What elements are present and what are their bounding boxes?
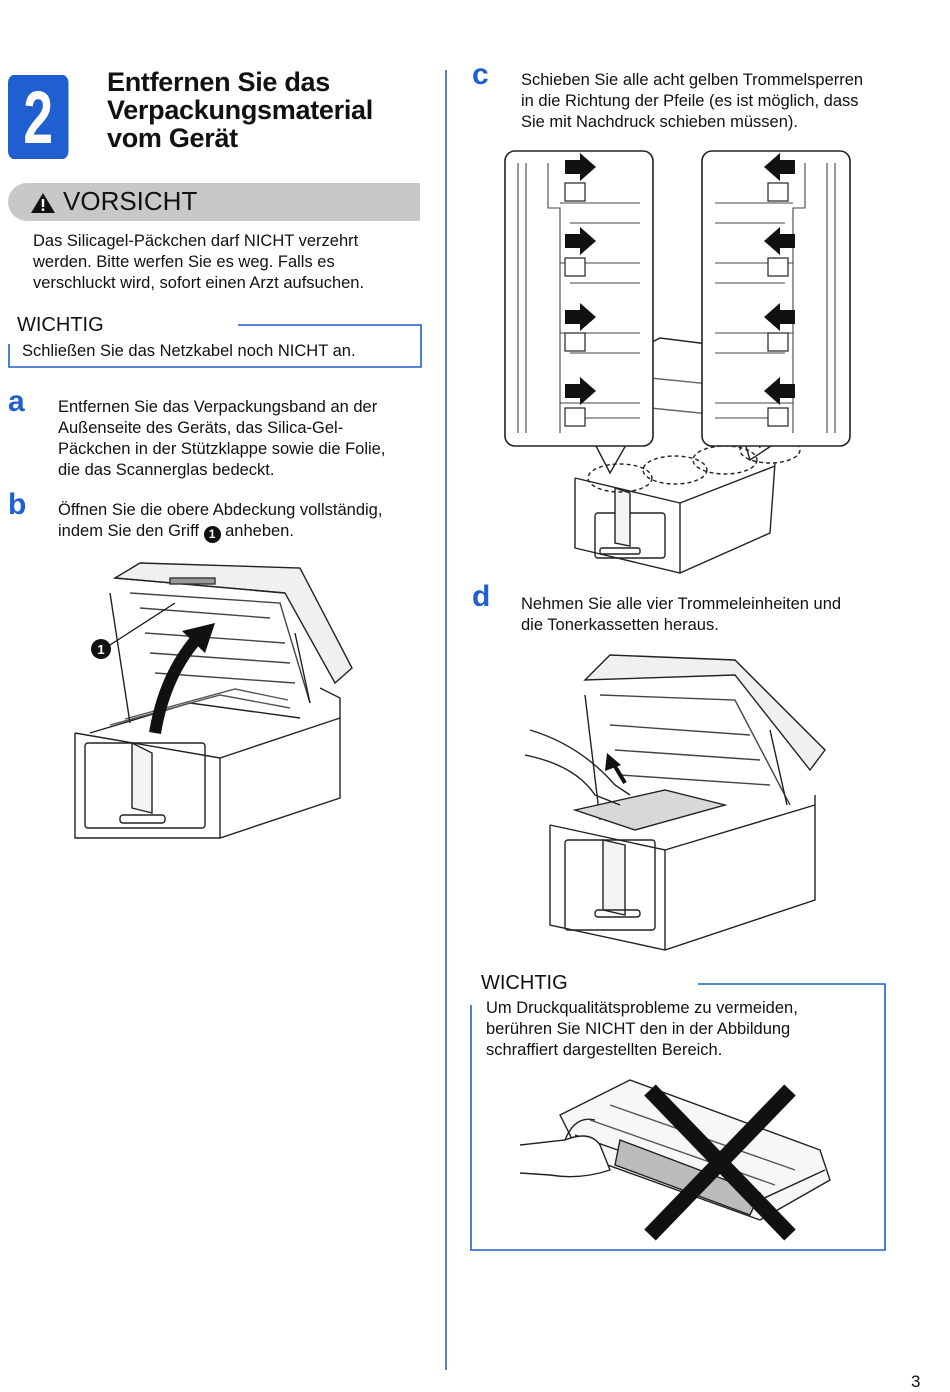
step-number: 2 xyxy=(23,75,54,159)
step-text-line: Außenseite des Geräts, das Silica-Gel- xyxy=(58,419,344,437)
callout-number-icon: 1 xyxy=(203,526,221,543)
step-text-line: die das Scannerglas bedeckt. xyxy=(58,461,275,479)
section-title-line: Entfernen Sie das xyxy=(107,67,330,97)
column-divider xyxy=(445,70,447,1370)
drum-lock-levers-illustration xyxy=(504,150,851,574)
section-title-line: Verpackungsmaterial xyxy=(107,95,373,125)
step-letter: b xyxy=(8,488,27,521)
important-label: WICHTIG xyxy=(481,972,568,994)
important-text-line: schraffiert dargestellten Bereich. xyxy=(486,1041,723,1059)
important-text: Um Druckqualitätsprobleme zu vermeiden, … xyxy=(486,998,866,1061)
step-text-line: indem Sie den Griff 1 anheben. xyxy=(58,521,438,543)
important-text-line: Um Druckqualitätsprobleme zu vermeiden, xyxy=(486,999,798,1017)
important-box-frame xyxy=(470,983,886,1251)
remove-drum-units-illustration xyxy=(525,654,826,951)
do-not-touch-drum-illustration xyxy=(520,1079,831,1241)
step-text-fragment: indem Sie den Griff xyxy=(58,522,199,540)
caution-text-line: werden. Bitte werfen Sie es weg. Falls e… xyxy=(33,253,335,271)
step-text-line: Entfernen Sie das Verpackungsband an der xyxy=(58,398,378,416)
figure-callout-number: 1 xyxy=(97,642,104,657)
important-text: Schließen Sie das Netzkabel noch NICHT a… xyxy=(22,342,356,360)
step-text-line: die Tonerkassetten heraus. xyxy=(521,616,719,634)
section-title-line: vom Gerät xyxy=(107,123,238,153)
step-text-line: Nehmen Sie alle vier Trommeleinheiten un… xyxy=(521,595,842,613)
warning-triangle-icon xyxy=(31,193,55,213)
step-letter: a xyxy=(8,385,25,418)
step-text-line: Schieben Sie alle acht gelben Trommelspe… xyxy=(521,71,864,89)
caution-label: VORSICHT xyxy=(63,186,198,216)
printer-open-cover-illustration: 1 xyxy=(74,562,353,839)
step-d-text: Nehmen Sie alle vier Trommeleinheiten un… xyxy=(521,594,921,636)
step-text-fragment: anheben. xyxy=(225,522,294,540)
caution-text-line: verschluckt wird, sofort einen Arzt aufs… xyxy=(33,274,365,292)
page-number: 3 xyxy=(911,1372,921,1391)
caution-banner xyxy=(8,183,420,221)
step-a-text: Entfernen Sie das Verpackungsband an der… xyxy=(58,397,438,481)
step-text-line: Öffnen Sie die obere Abdeckung vollständ… xyxy=(58,501,383,519)
step-text-line: Päckchen in der Stützklappe sowie die Fo… xyxy=(58,440,386,458)
section-title: Entfernen Sie das Verpackungsmaterial vo… xyxy=(107,68,427,152)
caution-text: Das Silicagel-Päckchen darf NICHT verzeh… xyxy=(33,231,433,294)
step-c-text: Schieben Sie alle acht gelben Trommelspe… xyxy=(521,70,921,133)
step-text-line: Sie mit Nachdruck schieben müssen). xyxy=(521,113,798,131)
step-letter: d xyxy=(472,580,491,613)
important-label: WICHTIG xyxy=(17,314,104,336)
step-number-badge: 2 xyxy=(8,75,69,159)
important-box-frame xyxy=(8,324,422,368)
step-text-line: in die Richtung der Pfeile (es ist mögli… xyxy=(521,92,859,110)
step-b-text: Öffnen Sie die obere Abdeckung vollständ… xyxy=(58,500,438,543)
step-letter: c xyxy=(472,58,489,91)
important-text-line: berühren Sie NICHT den in der Abbildung xyxy=(486,1020,791,1038)
caution-text-line: Das Silicagel-Päckchen darf NICHT verzeh… xyxy=(33,232,359,250)
